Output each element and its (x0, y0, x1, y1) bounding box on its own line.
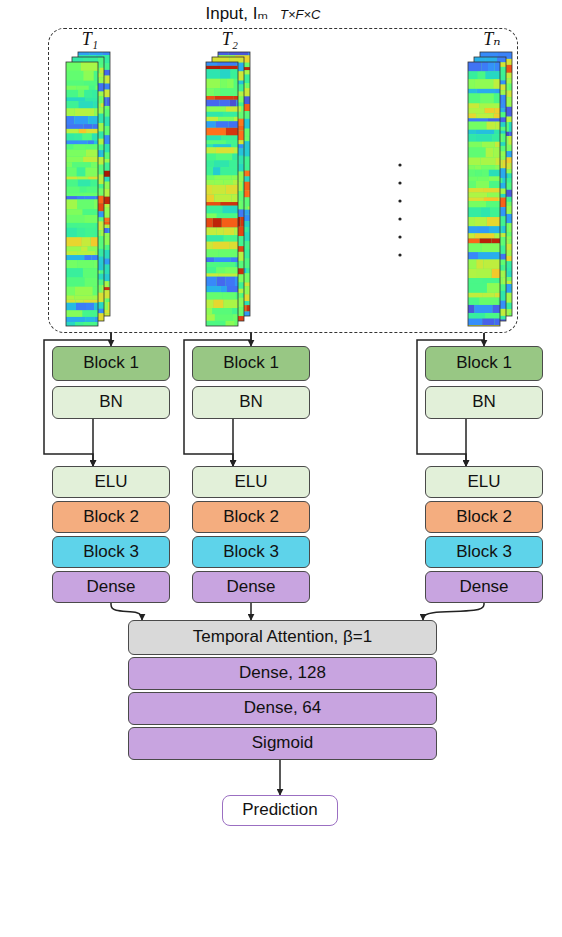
sigmoid-box: Sigmoid (128, 727, 437, 760)
box-label: ELU (467, 473, 500, 492)
box-label: Dense (459, 578, 508, 597)
block-1-box: Block 1 (192, 346, 310, 381)
dense-box: Dense (52, 571, 170, 603)
flow-arrow (111, 603, 142, 620)
box-label: Block 3 (456, 543, 512, 562)
elu-box: ELU (425, 466, 543, 498)
dense-box: Dense (192, 571, 310, 603)
block-2-box: Block 2 (52, 501, 170, 533)
box-label: BN (472, 393, 496, 412)
input-title: Input, Iₘ (205, 3, 268, 24)
attention-box: Temporal Attention, β=1 (128, 620, 437, 655)
spectrogram-layer (212, 57, 244, 321)
time-window-label: Tₙ (483, 30, 500, 50)
box-label: Block 1 (456, 354, 512, 373)
block-2-box: Block 2 (425, 501, 543, 533)
box-label: Block 1 (83, 354, 139, 373)
block-3-box: Block 3 (192, 536, 310, 568)
input-group: Input, IₘT×F×C (48, 28, 518, 333)
box-label: Temporal Attention, β=1 (193, 628, 372, 647)
elu-box: ELU (192, 466, 310, 498)
batchnorm-box: BN (52, 386, 170, 419)
box-label: Block 2 (83, 508, 139, 527)
box-label: Dense (226, 578, 275, 597)
spectrogram-layer (468, 62, 500, 326)
input-heading: Input, Iₘ T×F×C (49, 3, 517, 24)
spectrogram-layer (66, 62, 98, 326)
box-label: Sigmoid (252, 734, 313, 753)
box-label: Block 3 (223, 543, 279, 562)
box-label: Dense (86, 578, 135, 597)
block-3-box: Block 3 (425, 536, 543, 568)
box-label: Dense, 64 (244, 699, 322, 718)
box-label: BN (99, 393, 123, 412)
box-label: BN (239, 393, 263, 412)
box-label: Dense, 128 (239, 664, 326, 683)
box-label: Block 1 (223, 354, 279, 373)
block-2-box: Block 2 (192, 501, 310, 533)
block-1-box: Block 1 (425, 346, 543, 381)
block-3-box: Block 3 (52, 536, 170, 568)
box-label: Block 2 (456, 508, 512, 527)
flow-arrow (250, 603, 252, 620)
time-window-label: T₂ (222, 30, 238, 50)
spectrogram-layer (206, 62, 238, 326)
dense-box: Dense, 64 (128, 692, 437, 725)
flow-arrow (92, 419, 94, 466)
box-label: ELU (94, 473, 127, 492)
output-box: Prediction (222, 795, 338, 826)
box-label: ELU (234, 473, 267, 492)
elu-box: ELU (52, 466, 170, 498)
flow-arrow (465, 419, 467, 466)
dense-box: Dense (425, 571, 543, 603)
batchnorm-box: BN (425, 386, 543, 419)
batchnorm-box: BN (192, 386, 310, 419)
dense-box: Dense, 128 (128, 657, 437, 690)
time-window-label: T₁ (82, 30, 98, 50)
flow-arrow (279, 760, 281, 795)
flow-arrow (232, 419, 234, 466)
box-label: Block 2 (223, 508, 279, 527)
input-shape: T×F×C (280, 7, 320, 22)
flow-arrow (423, 603, 484, 620)
box-label: Block 3 (83, 543, 139, 562)
ellipsis-dots (398, 163, 401, 256)
block-1-box: Block 1 (52, 346, 170, 381)
box-label: Prediction (242, 801, 318, 820)
